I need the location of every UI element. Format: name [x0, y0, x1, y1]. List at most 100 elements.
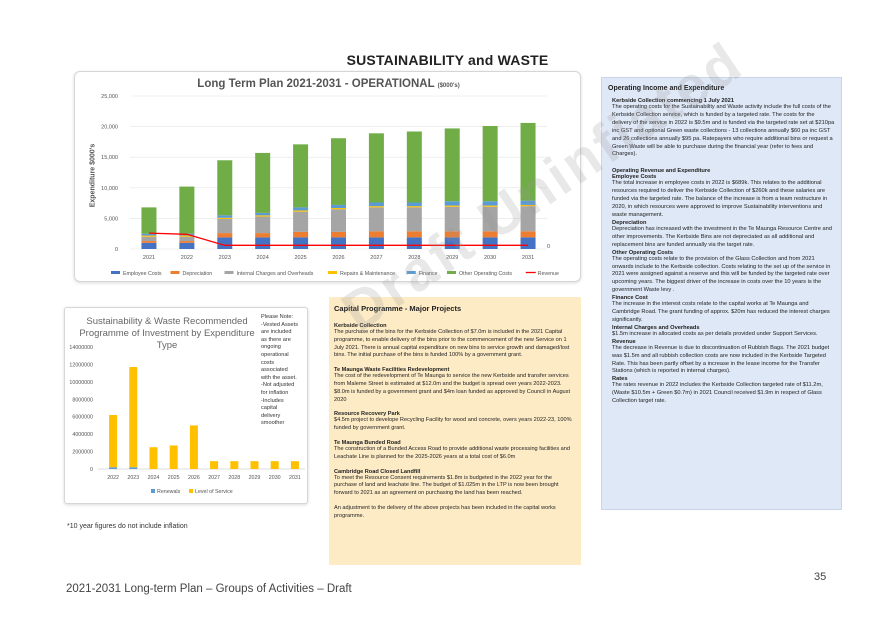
bar-internal-charges-and-overheads: [179, 236, 195, 242]
bar-other-operating-costs: [331, 138, 346, 205]
x-tick-label: 2031: [522, 255, 534, 261]
operating-item-title: Rates: [612, 376, 628, 383]
legend-swatch: [406, 271, 416, 274]
bar-finance: [255, 212, 271, 216]
legend-label: Other Operating Costs: [459, 271, 512, 277]
bar-other-operating-costs: [293, 144, 309, 208]
bar-depreciation: [482, 231, 498, 238]
investment-chart: Sustainability & Waste Recommended Progr…: [64, 307, 308, 504]
note-line: -Includes: [261, 397, 284, 404]
capital-item-text: An adjustment to the delivery of the abo…: [334, 504, 556, 519]
bar-level-of-service: [250, 461, 259, 469]
capital-item-title: Te Maunga Bunded Road: [334, 439, 401, 446]
operating-item-text: The decrease in Revenue is due to discon…: [612, 344, 830, 375]
operating-item-title: Internal Charges and Overheads: [612, 324, 700, 331]
bar-other-operating-costs: [482, 125, 498, 202]
kerbside-text: The operating costs for the Sustainabili…: [612, 104, 835, 158]
x-tick-label: 2024: [257, 255, 269, 261]
bar-repairs-maintenance: [444, 205, 460, 207]
capital-item-text: The cost of the redevelopment of Te Maun…: [334, 373, 571, 403]
legend-swatch: [189, 489, 193, 493]
bar-finance: [141, 233, 157, 236]
bar-internal-charges-and-overheads: [520, 206, 536, 232]
x-tick-label: 2024: [148, 475, 160, 481]
capital-item-title: Kerbside Collection: [334, 323, 387, 329]
bar-internal-charges-and-overheads: [406, 207, 422, 232]
y-tick-label: 25,000: [101, 94, 118, 100]
y-tick-label: 15,000: [101, 155, 118, 161]
revenue-line: [148, 232, 529, 246]
operational-chart-ylabel: Expenditure $000's: [89, 143, 97, 208]
operating-panel: Operating Income and Expenditure Kerbsid…: [601, 77, 842, 510]
operating-item-title: Employee Costs: [612, 174, 657, 181]
note-line: operational: [261, 351, 289, 358]
bar-level-of-service: [169, 445, 178, 469]
investment-chart-title: Sustainability & Waste Recommended Progr…: [79, 316, 255, 351]
legend-swatch: [328, 271, 337, 274]
x-tick-label: 2023: [127, 475, 139, 481]
capital-item-title: Cambridge Road Closed Landfill: [334, 468, 421, 475]
y-tick-label: 6000000: [72, 415, 93, 421]
bar-repairs-maintenance: [368, 206, 384, 208]
bar-other-operating-costs: [217, 160, 233, 216]
capital-item-text: The construction of a Bunded Access Road…: [334, 445, 571, 460]
x-tick-label: 2030: [484, 255, 496, 261]
x-tick-label: 2027: [208, 475, 220, 481]
bar-employee-costs: [331, 237, 346, 249]
x-tick-label: 2027: [370, 255, 382, 261]
bar-depreciation: [217, 233, 233, 238]
bar-depreciation: [141, 241, 157, 243]
x-tick-label: 2025: [168, 475, 180, 481]
note-line: for inflation: [261, 389, 289, 396]
y-tick-label: 5,000: [104, 216, 118, 222]
note-line: as there are: [261, 336, 291, 343]
bar-repairs-maintenance: [520, 204, 536, 207]
note-line: capital: [261, 405, 278, 412]
x-tick-label: 2022: [107, 475, 119, 481]
bar-finance: [406, 202, 422, 207]
legend-label: Level of Service: [195, 489, 233, 495]
bar-employee-costs: [141, 242, 157, 249]
bar-depreciation: [179, 241, 195, 243]
bar-repairs-maintenance: [331, 207, 346, 210]
x-tick-label: 2030: [269, 475, 281, 481]
data-label: 0: [547, 244, 550, 250]
legend-swatch: [224, 271, 234, 274]
y-tick-label: 14000000: [69, 345, 93, 351]
bar-finance: [331, 204, 346, 208]
bar-level-of-service: [210, 461, 219, 469]
bar-internal-charges-and-overheads: [293, 211, 309, 232]
x-tick-label: 2026: [332, 255, 344, 261]
page-number: 35: [814, 571, 827, 583]
capital-item-text: To meet the Resource Consent requirement…: [334, 474, 559, 497]
bar-depreciation: [293, 231, 309, 238]
legend-label: Internal Charges and Overheads: [237, 271, 314, 277]
operating-item-text: Depreciation has increased with the inve…: [612, 225, 832, 248]
bar-other-operating-costs: [255, 152, 271, 213]
bar-repairs-maintenance: [482, 205, 498, 207]
bar-depreciation: [331, 231, 346, 238]
bar-renewals: [129, 467, 138, 469]
operating-item-title: Depreciation: [612, 219, 647, 226]
x-tick-label: 2028: [408, 255, 420, 261]
bar-level-of-service: [129, 367, 138, 468]
bar-employee-costs: [482, 237, 498, 249]
y-tick-label: 8000000: [72, 397, 93, 403]
note-line: costs: [261, 359, 275, 366]
bar-repairs-maintenance: [293, 210, 309, 212]
operational-chart: Long Term Plan 2021-2031 - OPERATIONAL (…: [74, 71, 581, 282]
y-tick-label: 2000000: [72, 450, 93, 456]
page-title: SUSTAINABILITY and WASTE: [346, 52, 549, 68]
bar-internal-charges-and-overheads: [444, 206, 460, 232]
bar-finance: [217, 215, 233, 218]
kerbside-title: Kerbside Collection commencing 1 July 20…: [612, 98, 735, 104]
bar-finance: [368, 202, 384, 207]
x-tick-label: 2029: [249, 475, 261, 481]
bar-level-of-service: [290, 461, 299, 469]
legend-swatch: [447, 271, 456, 274]
bar-level-of-service: [230, 461, 239, 469]
bar-internal-charges-and-overheads: [482, 206, 498, 232]
bar-employee-costs: [255, 237, 271, 249]
